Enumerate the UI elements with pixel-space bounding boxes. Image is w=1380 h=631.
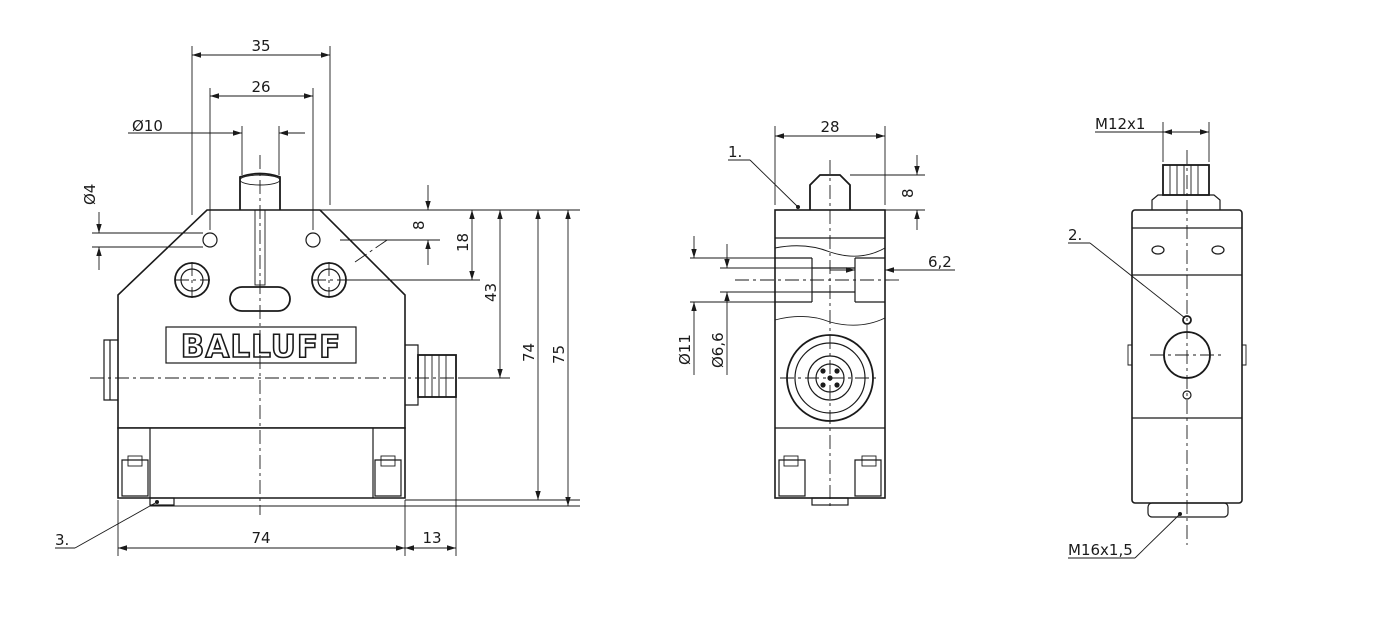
dim-height-8: 8 [410, 220, 428, 230]
callout-2: 2. [1068, 226, 1082, 244]
callout-1: 1. [728, 143, 742, 161]
dim-diameter-11: Ø11 [676, 334, 694, 365]
m12-connector [405, 344, 419, 406]
dim-hole-6-2: 6,2 [928, 253, 952, 271]
side-view: 28 8 6,2 Ø11 Ø6,6 1. [676, 118, 955, 510]
base-block [117, 427, 406, 499]
rear-view: M12x1 2. M16x1,5 [1068, 115, 1247, 559]
switch-body [117, 209, 406, 429]
dim-height-74: 74 [520, 343, 538, 362]
callout-3: 3. [55, 531, 69, 549]
dim-height-75: 75 [550, 345, 568, 364]
side-plunger [809, 174, 851, 210]
dim-connector-13: 13 [422, 529, 441, 547]
dim-thread-m12: M12x1 [1095, 115, 1145, 133]
dim-side-height-8: 8 [899, 188, 917, 198]
dim-width-28: 28 [820, 118, 839, 136]
dim-base-74: 74 [251, 529, 270, 547]
dim-height-43: 43 [482, 283, 500, 302]
dim-height-18: 18 [454, 233, 472, 252]
dim-diameter-10: Ø10 [132, 117, 163, 135]
dim-thread-m16: M16x1,5 [1068, 541, 1133, 559]
front-view: BALLUFF 35 26 Ø10 [55, 37, 580, 556]
brand-logo: BALLUFF [181, 329, 342, 365]
dim-width-35: 35 [251, 37, 270, 55]
dim-width-26: 26 [251, 78, 270, 96]
brand-logo-frame [165, 326, 357, 364]
dim-diameter-6-6: Ø6,6 [709, 332, 727, 368]
dim-diameter-4: Ø4 [81, 184, 99, 205]
